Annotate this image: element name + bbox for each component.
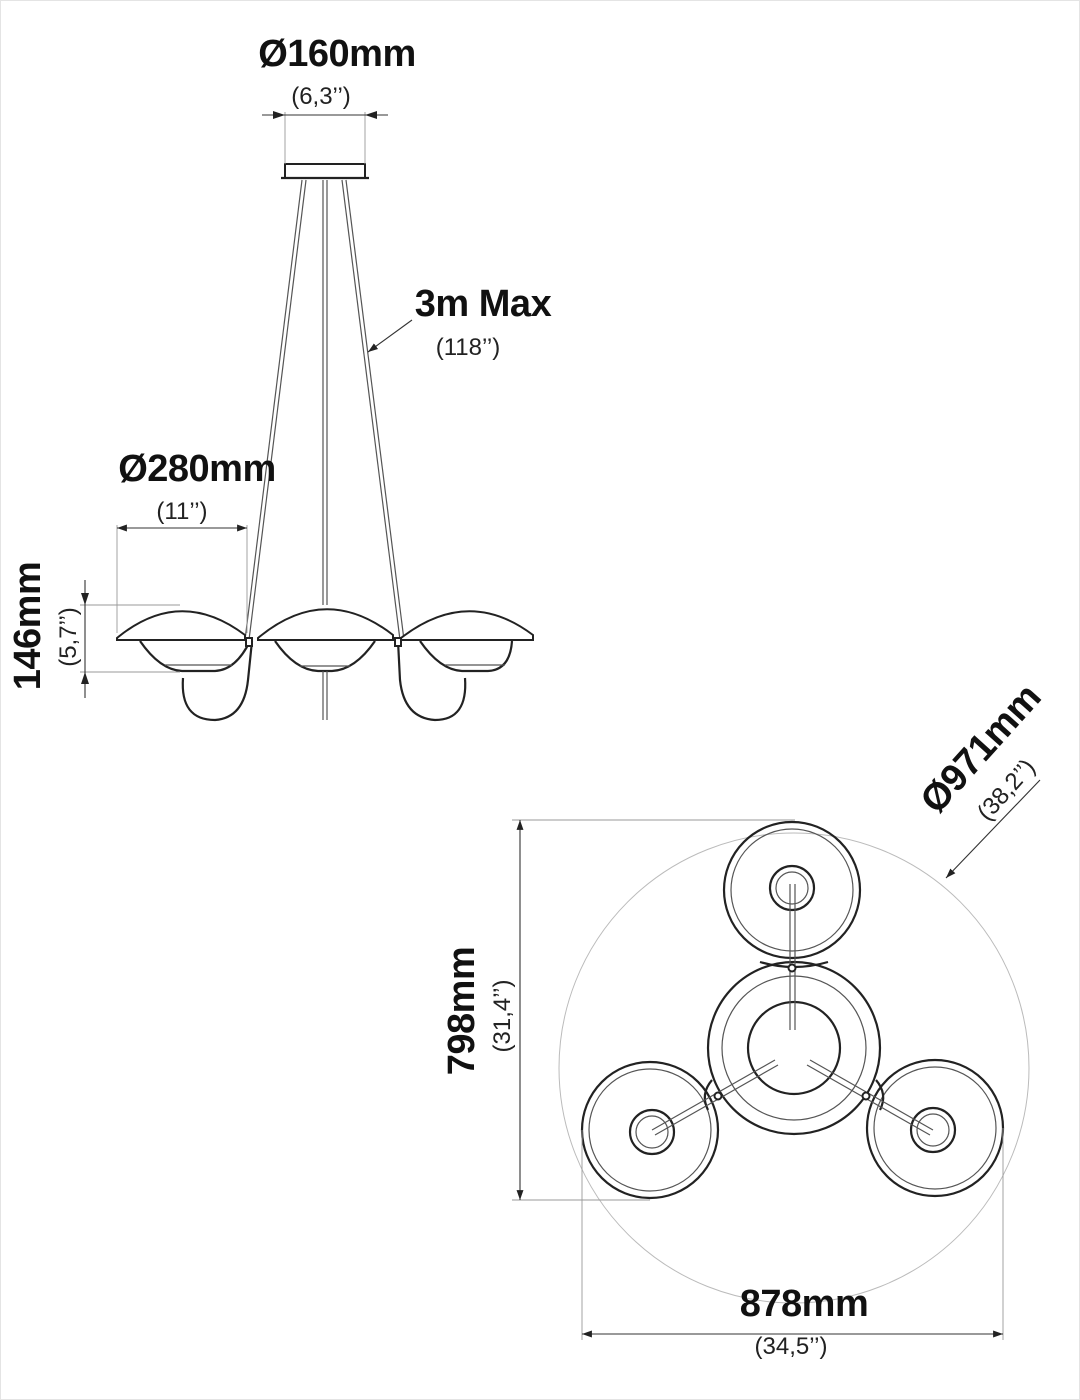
overall-envelope-circle xyxy=(558,832,1030,1304)
plan-view xyxy=(512,779,1041,1340)
cable-length-leader xyxy=(367,319,413,353)
overall-depth-imperial-label: (31,4’’) xyxy=(489,980,516,1053)
overall-width-imperial-label: (34,5’’) xyxy=(755,1333,828,1360)
cable-length-imperial-label: (118’’) xyxy=(436,334,500,361)
shade-height-dimension xyxy=(80,580,180,698)
shade-left xyxy=(116,610,254,722)
head-right xyxy=(865,1058,1005,1198)
shade-height-imperial-label: (5,7’’) xyxy=(55,607,82,667)
center-ring xyxy=(706,960,882,1136)
arms xyxy=(651,884,934,1136)
side-elevation xyxy=(80,111,534,722)
overall-depth-label: 798mm xyxy=(441,947,483,1075)
canopy-diameter-label: Ø160mm xyxy=(258,33,416,75)
overall-depth-dimension xyxy=(512,819,795,1201)
suspension-cables xyxy=(244,179,405,641)
shade-diameter-dimension xyxy=(116,524,248,633)
cable-length-label: 3m Max xyxy=(415,283,552,325)
canopy-diameter-imperial-label: (6,3’’) xyxy=(291,83,351,110)
shade-diameter-imperial-label: (11’’) xyxy=(156,498,207,525)
shade-center xyxy=(257,608,394,720)
overall-width-label: 878mm xyxy=(740,1283,868,1325)
head-top xyxy=(722,820,862,960)
shade-right xyxy=(396,610,534,722)
overall-diameter-leader xyxy=(945,779,1041,879)
overall-width-dimension xyxy=(581,1128,1004,1340)
head-left xyxy=(580,1060,720,1200)
ceiling-canopy xyxy=(284,163,366,179)
shade-height-label: 146mm xyxy=(7,562,49,690)
shade-diameter-label: Ø280mm xyxy=(118,448,276,490)
canopy-diameter-dimension xyxy=(262,111,388,164)
